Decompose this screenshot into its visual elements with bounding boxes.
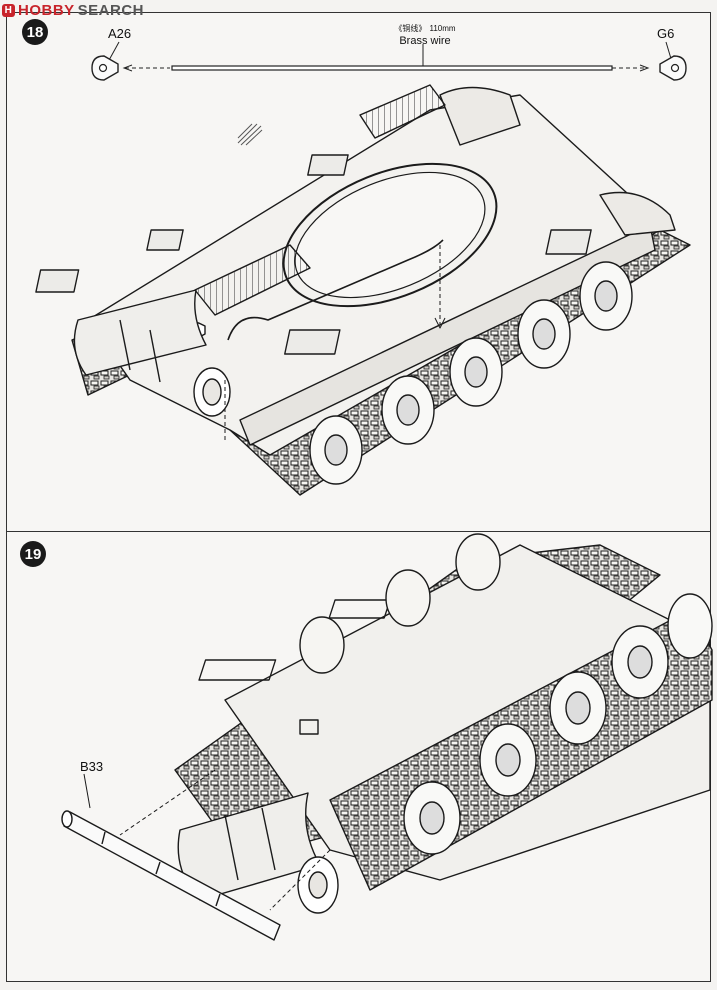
storage-box-4 <box>545 229 592 255</box>
hatch-mark-decoration <box>237 123 263 146</box>
road-wheels-step19 <box>403 593 713 855</box>
b33-rail-part <box>61 773 281 941</box>
watermark: H HOBBY SEARCH <box>2 2 144 19</box>
step-19-badge: 19 <box>20 541 46 567</box>
wire-material-cn: 《铜线》 <box>394 24 427 33</box>
watermark-logo-icon: H <box>2 4 15 17</box>
routed-brass-wire <box>227 239 444 341</box>
rear-fuel-drums-step19 <box>177 792 339 914</box>
tank-hull-underside <box>61 533 713 941</box>
watermark-word-search: SEARCH <box>77 2 145 19</box>
rear-fuel-drums <box>73 289 231 417</box>
engine-grille <box>194 244 311 316</box>
road-wheels-step18 <box>309 261 633 485</box>
storage-box-2 <box>146 229 184 251</box>
step-divider <box>6 531 711 532</box>
part-label-g6: G6 <box>657 26 675 41</box>
brass-wire-note: 《铜线》 110mm Brass wire <box>380 22 470 47</box>
hull-side-wall <box>239 224 656 446</box>
wire-length: 110mm <box>429 24 456 33</box>
step-18-badge: 18 <box>22 19 48 45</box>
tank-hull-top <box>35 84 691 496</box>
storage-box-5 <box>307 154 349 176</box>
brass-wire-assembly <box>91 41 687 81</box>
storage-box-3 <box>284 329 341 355</box>
storage-box-1 <box>35 269 80 293</box>
watermark-word-hobby: HOBBY <box>18 2 75 19</box>
part-label-a26: A26 <box>108 26 132 41</box>
wire-material-en: Brass wire <box>399 35 451 47</box>
brass-wire-rod <box>171 65 613 71</box>
part-label-b33: B33 <box>80 759 104 774</box>
